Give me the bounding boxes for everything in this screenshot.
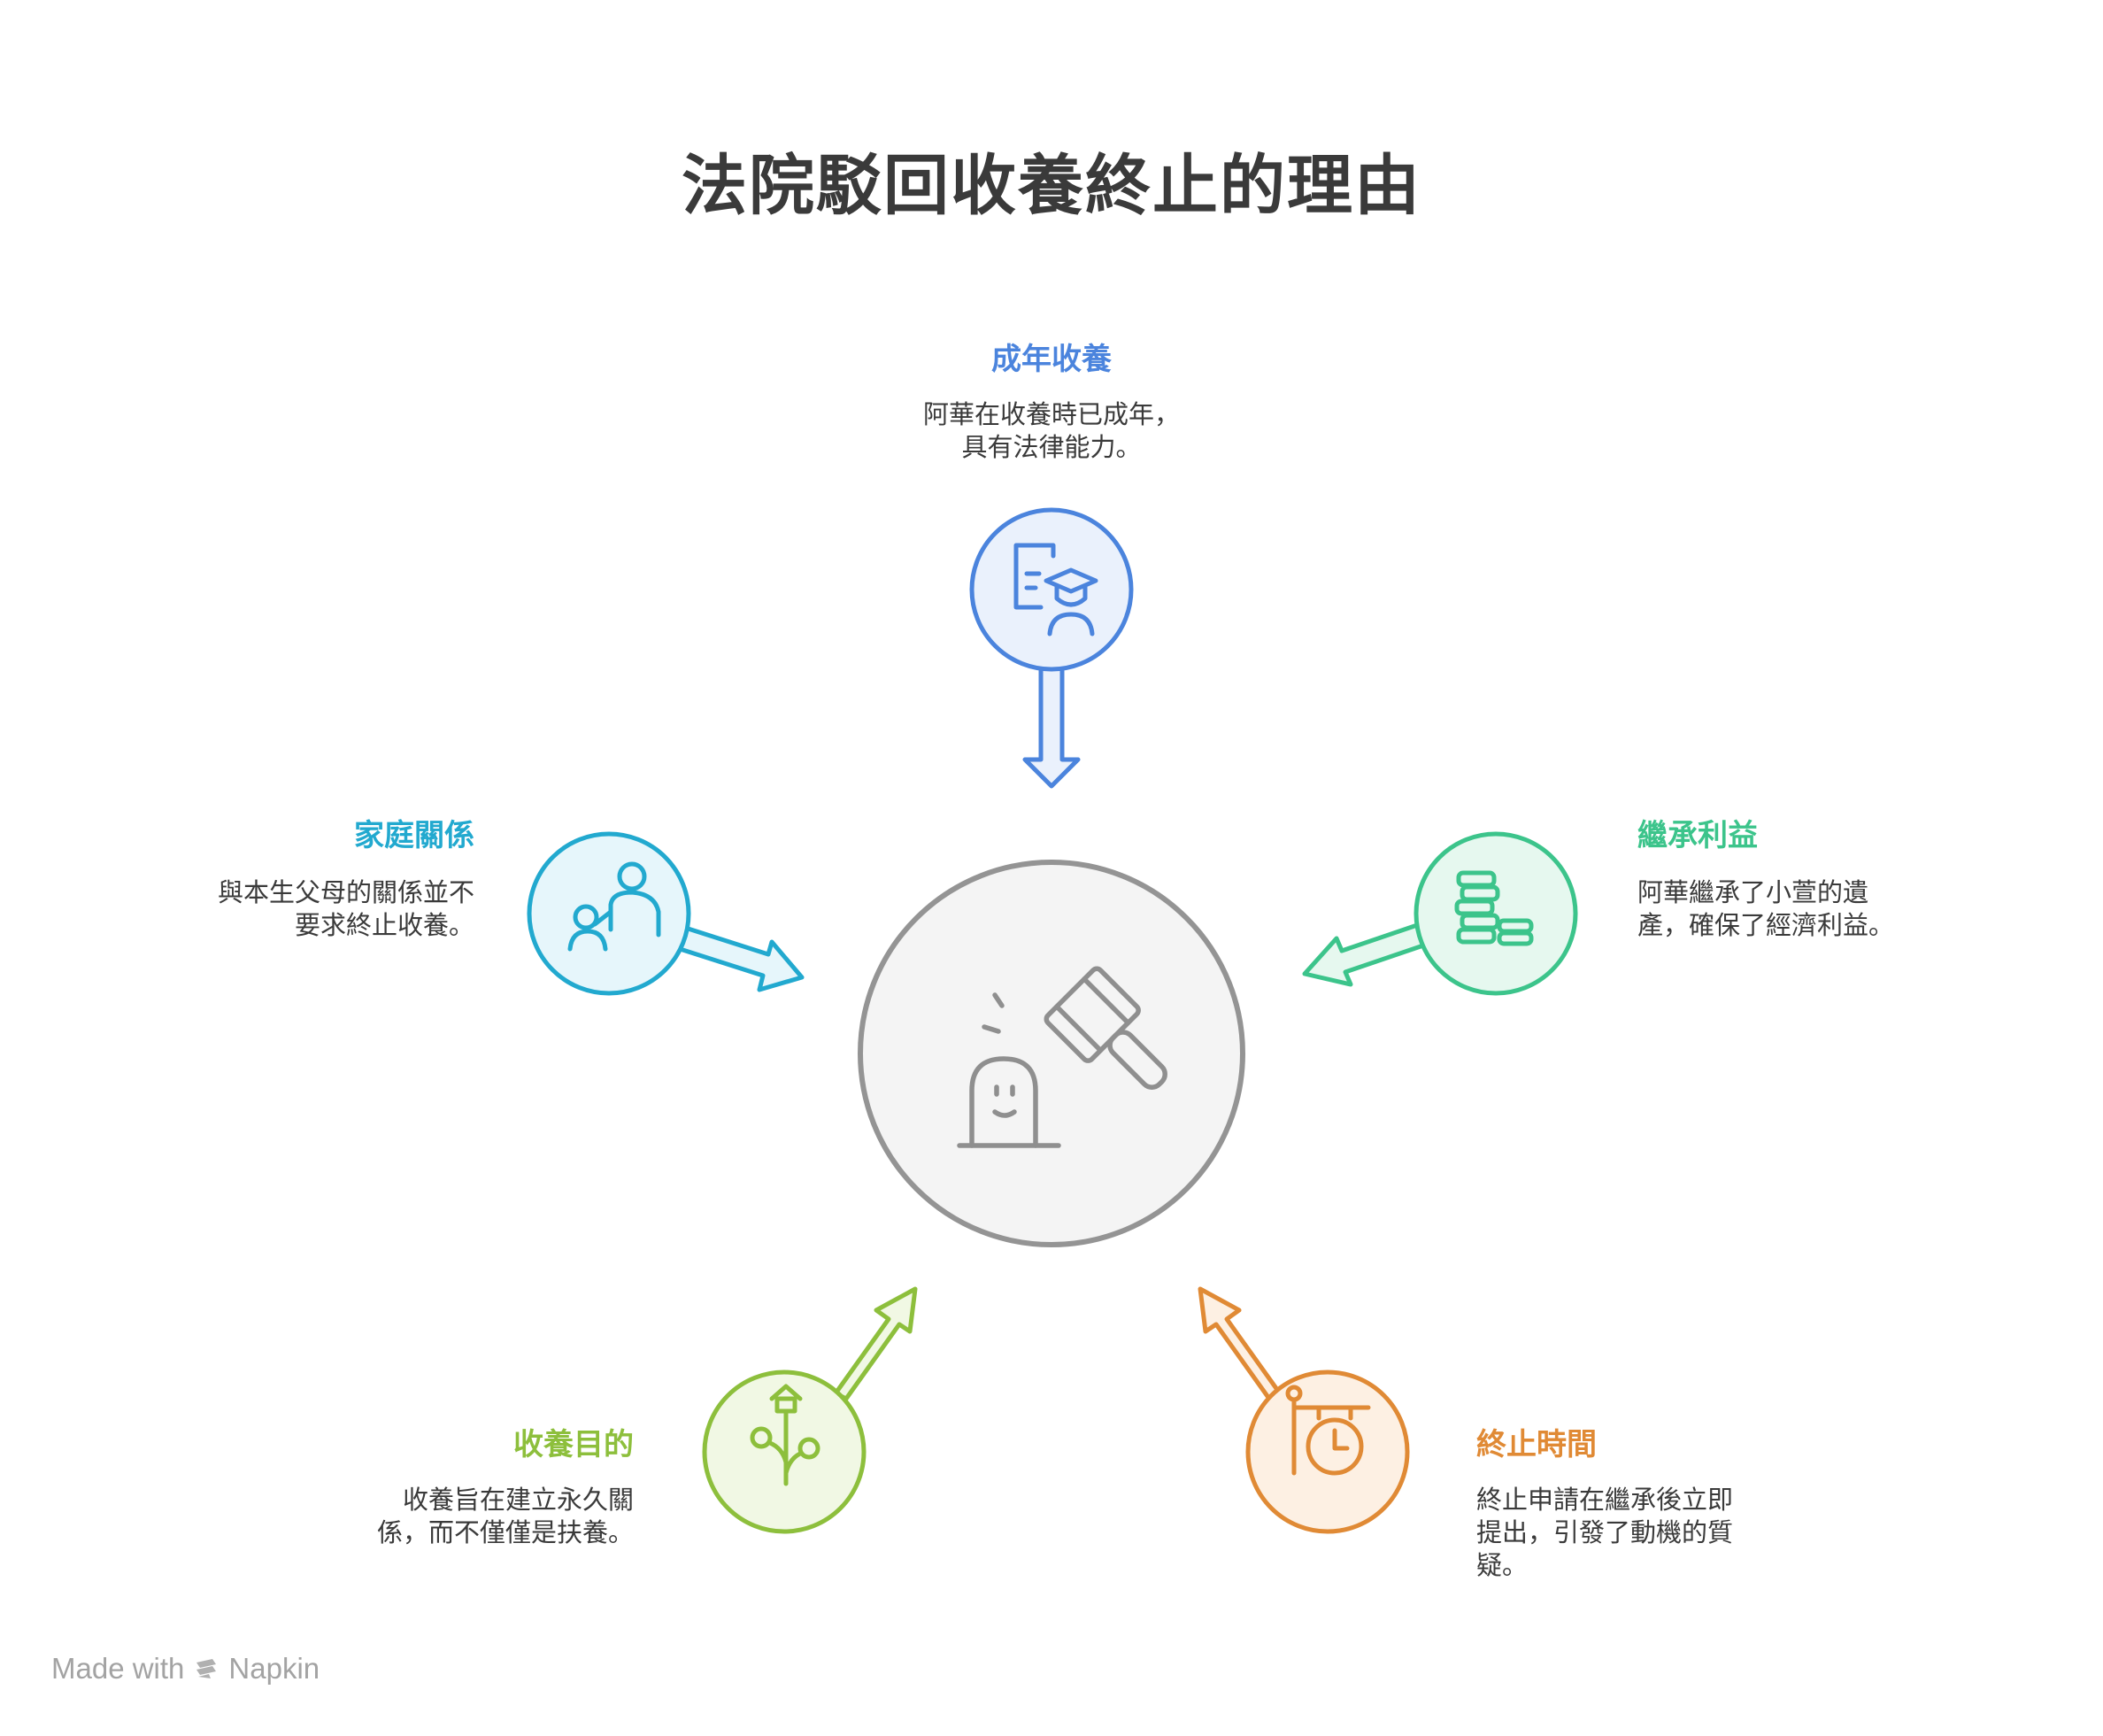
desc-line: 收養旨在建立永久關 bbox=[402, 1485, 634, 1515]
arrow-inheritance bbox=[1302, 920, 1431, 987]
desc-line: 終止申請在繼承後立即 bbox=[1476, 1485, 1734, 1515]
label-timing: 終止時間 bbox=[1476, 1427, 1597, 1462]
footer-brand: Napkin bbox=[228, 1652, 320, 1685]
label-inheritance: 繼承利益 bbox=[1637, 818, 1758, 853]
gavel-headstone-icon bbox=[957, 966, 1167, 1148]
family-icon bbox=[567, 861, 661, 952]
node-family bbox=[527, 831, 805, 996]
growing-home-icon bbox=[750, 1384, 820, 1486]
document-graduate-icon bbox=[1013, 543, 1098, 637]
label-purpose: 收養目的 bbox=[513, 1427, 634, 1462]
node-timing bbox=[1198, 1286, 1410, 1534]
desc-line: 疑。 bbox=[1476, 1550, 1529, 1580]
footer-prefix: Made with bbox=[51, 1652, 185, 1685]
footer-credit: Made with Napkin bbox=[51, 1652, 320, 1686]
node-purpose bbox=[702, 1286, 918, 1534]
coins-stack-icon bbox=[1454, 870, 1534, 946]
desc-family: 與本生父母的關係並不 要求終止收養。 bbox=[173, 876, 474, 942]
desc-line: 阿華在收養時已成年， bbox=[922, 399, 1180, 429]
hanging-clock-icon bbox=[1285, 1385, 1371, 1476]
label-adult-adoption: 成年收養 bbox=[991, 342, 1112, 377]
page-title: 法院駁回收養終止的理由 bbox=[682, 148, 1421, 224]
node-inheritance bbox=[1302, 831, 1578, 996]
desc-line: 提出，引發了動機的質 bbox=[1476, 1517, 1734, 1547]
desc-timing: 終止申請在繼承後立即 提出，引發了動機的質 疑。 bbox=[1476, 1484, 1777, 1582]
desc-line: 阿華繼承了小萱的遺 bbox=[1637, 877, 1869, 907]
napkin-logo-icon bbox=[196, 1659, 217, 1678]
desc-inheritance: 阿華繼承了小萱的遺 產，確保了經濟利益。 bbox=[1637, 876, 1938, 942]
center-node bbox=[858, 860, 1245, 1247]
desc-line: 產，確保了經濟利益。 bbox=[1637, 910, 1895, 940]
arrow-timing bbox=[1198, 1286, 1283, 1401]
arrow-adult bbox=[1022, 661, 1081, 789]
desc-adult-adoption: 阿華在收養時已成年， 具有法律能力。 bbox=[786, 398, 1317, 464]
desc-line: 係，而不僅僅是扶養。 bbox=[376, 1517, 634, 1547]
desc-purpose: 收養旨在建立永久關 係，而不僅僅是扶養。 bbox=[333, 1484, 634, 1549]
desc-line: 與本生父母的關係並不 bbox=[217, 877, 474, 907]
desc-line: 要求終止收養。 bbox=[294, 910, 474, 940]
arrow-family bbox=[672, 923, 805, 992]
node-adult-adoption bbox=[969, 507, 1134, 789]
label-family: 家庭關係 bbox=[354, 818, 474, 853]
arrow-purpose bbox=[833, 1286, 918, 1401]
desc-line: 具有法律能力。 bbox=[961, 432, 1142, 462]
